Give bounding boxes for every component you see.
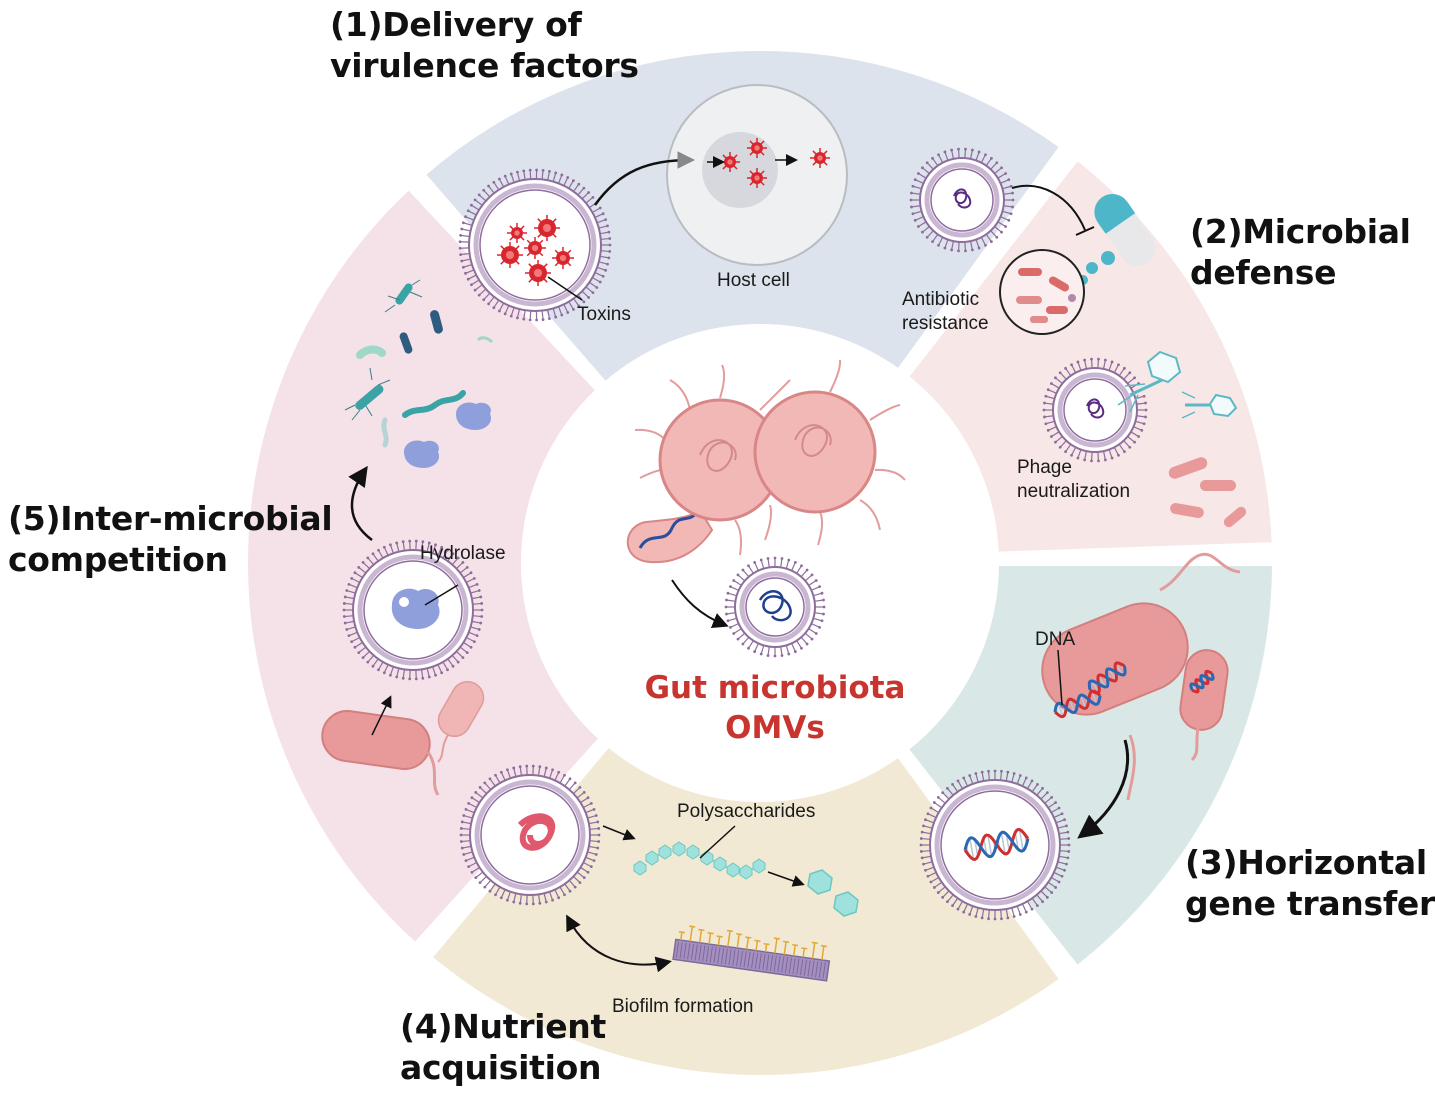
phage-omv-icon [1042, 357, 1148, 463]
hgt-bacterium-icon [1041, 552, 1241, 801]
phage-label-line2: neutralization [1017, 481, 1131, 502]
defense-omv-icon [909, 147, 1015, 253]
section-5-title: (5)Inter-microbial competition [8, 498, 333, 580]
hydrolase-label: Hydrolase [420, 543, 506, 564]
competition-bacterium-icon [321, 680, 485, 796]
toxins-label: Toxins [577, 304, 631, 325]
polysaccharides-label: Polysaccharides [677, 801, 816, 822]
section-3-title-line1: (3)Horizontal [1185, 843, 1427, 882]
antibiotic-label-line1: Antibiotic [902, 289, 980, 310]
section-3-title-line2: gene transfer [1185, 884, 1435, 923]
section-5-title-line2: competition [8, 540, 228, 579]
section-1-title: (1)Delivery of virulence factors [330, 4, 639, 86]
defense-bacteria-icon [1168, 457, 1247, 528]
center-release-arrow [671, 579, 729, 628]
center-title-line1: Gut microbiota [644, 670, 906, 706]
center-title: Gut microbiota OMVs [610, 668, 940, 748]
virulence-delivery-arrow [593, 151, 695, 206]
center-disk [525, 328, 995, 798]
hydrolase-enzyme-icon [391, 588, 440, 629]
antibiotic-resistance-label: Antibiotic resistance [902, 288, 989, 336]
biofilm-arrow [566, 914, 672, 973]
sector-defense [901, 152, 1278, 558]
section-5-title-line1: (5)Inter-microbial [8, 499, 333, 538]
section-1-title-line1: (1)Delivery of [330, 5, 582, 44]
section-4-title-line2: acquisition [400, 1048, 602, 1087]
dna-label: DNA [1035, 629, 1076, 650]
nutrient-cargo-icon [517, 813, 556, 851]
phage-icon [1117, 350, 1238, 419]
biofilm-formation-label: Biofilm formation [612, 996, 754, 1017]
section-2-title-line1: (2)Microbial [1190, 212, 1411, 251]
omv-dna-helix-icon [963, 827, 1030, 862]
host-cell-label: Host cell [717, 270, 790, 291]
dna-helix-icon [1053, 661, 1215, 719]
section-2-title: (2)Microbial defense [1190, 211, 1411, 293]
section-2-title-line2: defense [1190, 253, 1337, 292]
phage-label-line1: Phage [1017, 457, 1072, 478]
center-omv-icon [724, 556, 826, 658]
section-4-title: (4)Nutrient acquisition [400, 1006, 606, 1088]
phage-neutralization-label: Phage neutralization [1017, 456, 1130, 504]
section-1-title-line2: virulence factors [330, 46, 639, 85]
competition-arrow [348, 465, 373, 542]
inhibition-arrow [1011, 184, 1086, 231]
antibiotic-label-line2: resistance [902, 313, 989, 334]
section-4-title-line1: (4)Nutrient [400, 1007, 606, 1046]
antibiotic-bacteria-lens [999, 249, 1085, 335]
antibiotic-capsule-icon [1094, 193, 1156, 267]
center-title-line2: OMVs [725, 710, 825, 746]
hgt-arrow [1077, 739, 1130, 839]
section-3-title: (3)Horizontal gene transfer [1185, 842, 1435, 924]
center-bacterium [626, 359, 906, 564]
monosaccharide-icon [807, 869, 859, 917]
competing-microbes-icon [344, 279, 494, 468]
biofilm-icon [672, 925, 831, 982]
